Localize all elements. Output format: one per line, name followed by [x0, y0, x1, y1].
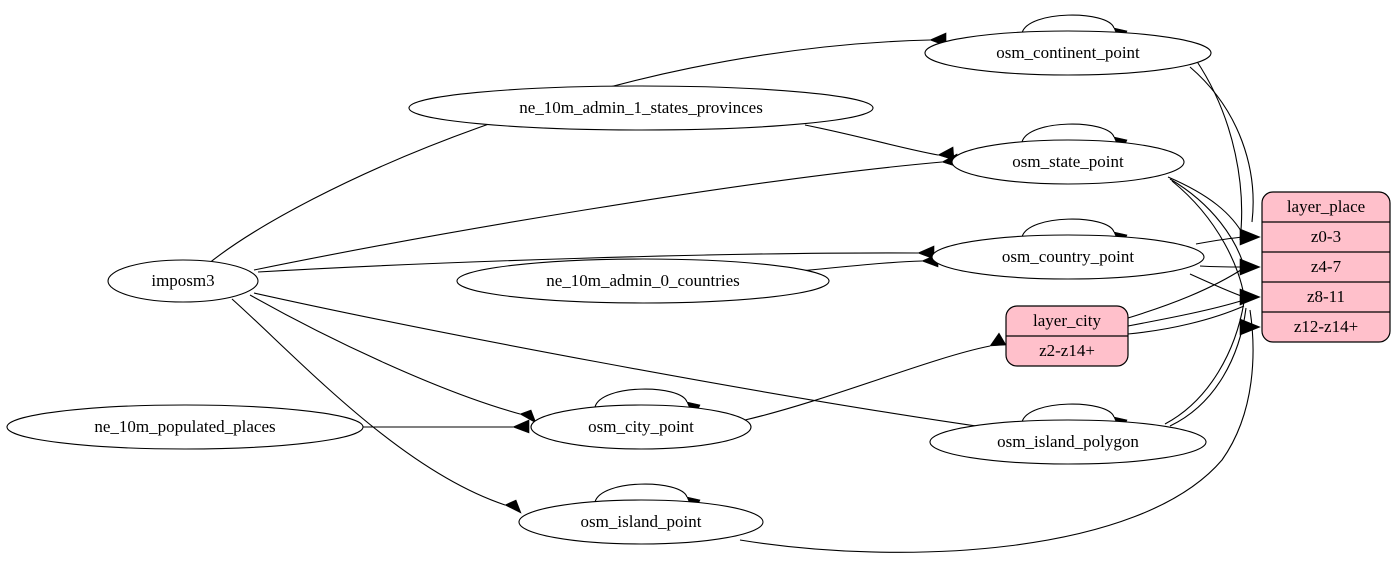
arrowhead	[512, 419, 530, 434]
edge-self-osm-country-point	[1021, 218, 1115, 238]
node-label: osm_island_polygon	[997, 432, 1139, 451]
node-shape	[107, 259, 259, 303]
edge-imposm3-to-osm-island-point	[231, 298, 506, 506]
arrowhead	[519, 409, 537, 424]
node-ne-10m-populated-places[interactable]: ne_10m_populated_places	[6, 404, 364, 450]
node-label: ne_10m_admin_0_countries	[546, 271, 740, 290]
edge-imposm3-to-osm-state-point	[253, 161, 943, 271]
edge-osm-island-polygon-to-layer-place-z8-11	[1164, 301, 1245, 425]
node-label: ne_10m_populated_places	[94, 417, 275, 436]
node-label: ne_10m_admin_1_states_provinces	[519, 98, 763, 117]
table-row-z8-11[interactable]: z8-11	[1307, 287, 1345, 306]
edge-layer	[207, 14, 1261, 553]
edge-imposm3-to-osm-continent-point	[207, 39, 931, 265]
edge-osm-city-point-to-layer-city	[744, 345, 991, 421]
edge-self-osm-island-polygon	[1021, 403, 1115, 423]
edge-riser-continent	[1195, 59, 1243, 241]
edge-osm-country-point-to-layer-place-z4-7	[1199, 265, 1245, 268]
edge-imposm3-to-osm-city-point	[249, 294, 521, 415]
node-osm-state-point[interactable]: osm_state_point	[951, 139, 1185, 185]
node-label: osm_continent_point	[996, 43, 1140, 62]
table-row-z2-z14[interactable]: z2-z14+	[1039, 341, 1095, 360]
edge-imposm3-to-osm-island-polygon	[253, 292, 991, 429]
edge-layer-city-to-layer-place-z4-7	[1127, 267, 1245, 319]
node-label: osm_country_point	[1002, 247, 1134, 266]
table-title: layer_place	[1287, 197, 1365, 216]
edge-osm-state-point-to-layer-place-z8-11	[1169, 178, 1245, 267]
edge-self-osm-state-point	[1021, 123, 1115, 143]
edge-osm-continent-point-to-layer-place-z0-3	[1189, 66, 1254, 223]
node-osm-continent-point[interactable]: osm_continent_point	[924, 30, 1212, 76]
arrowhead	[504, 499, 522, 514]
edge-ne-admin0-to-osm-country-point	[799, 260, 923, 272]
edge-osm-country-point-to-layer-place-z0-3	[1195, 236, 1245, 245]
node-shape	[6, 404, 364, 450]
node-osm-city-point[interactable]: osm_city_point	[530, 404, 752, 450]
node-label: osm_city_point	[588, 417, 694, 436]
node-osm-island-point[interactable]: osm_island_point	[518, 499, 764, 545]
node-label: imposm3	[151, 271, 214, 290]
edge-osm-country-point-to-layer-place-z8-11	[1189, 273, 1245, 298]
node-shape	[530, 404, 752, 450]
node-imposm3[interactable]: imposm3	[107, 259, 259, 303]
edge-osm-state-point-to-layer-place-z12-z14	[1171, 180, 1245, 297]
arrowhead-layer-place-z8-11	[1239, 288, 1261, 306]
node-ne-10m-admin-1-states-provinces[interactable]: ne_10m_admin_1_states_provinces	[408, 85, 874, 131]
node-shape	[924, 30, 1212, 76]
arrowhead	[937, 146, 955, 161]
node-osm-island-polygon[interactable]: osm_island_polygon	[929, 419, 1207, 465]
table-title: layer_city	[1033, 311, 1101, 330]
table-layer-place[interactable]: layer_place z0-3 z4-7 z8-11 z12-z14+	[1261, 191, 1391, 343]
node-shape	[408, 85, 874, 131]
table-layer-city[interactable]: layer_city z2-z14+	[1005, 305, 1129, 367]
edge-osm-island-point-to-layer-place-z12-z14	[739, 309, 1254, 553]
arrowhead-layer-place-z12-z14	[1239, 318, 1261, 336]
node-shape	[518, 499, 764, 545]
edge-imposm3-to-osm-country-point	[257, 252, 919, 273]
node-label: osm_state_point	[1012, 152, 1124, 171]
table-row-z12-z14[interactable]: z12-z14+	[1294, 317, 1358, 336]
edge-layer-city-to-layer-place-z8-11	[1127, 299, 1245, 327]
table-body	[1261, 191, 1391, 343]
edge-ne-admin1-to-osm-state-point	[804, 124, 939, 156]
arrowhead	[989, 332, 1007, 347]
arrowhead-layer-place-z4-7	[1239, 258, 1261, 276]
node-ne-10m-admin-0-countries[interactable]: ne_10m_admin_0_countries	[456, 258, 830, 304]
node-layer: imposm3 ne_10m_populated_places ne_10m_a…	[6, 30, 1212, 545]
node-label: osm_island_point	[581, 512, 702, 531]
edge-layer-city-to-layer-place-z12-z14	[1127, 305, 1245, 335]
edge-self-osm-continent-point	[1021, 14, 1115, 34]
table-row-z4-7[interactable]: z4-7	[1311, 257, 1342, 276]
edge-self-osm-city-point	[594, 388, 688, 408]
edge-self-osm-island-point	[594, 483, 688, 503]
node-shape	[951, 139, 1185, 185]
node-shape	[931, 234, 1205, 280]
node-osm-country-point[interactable]: osm_country_point	[931, 234, 1205, 280]
table-row-z0-3[interactable]: z0-3	[1311, 227, 1341, 246]
arrowhead-layer-place-z0-3	[1239, 228, 1261, 246]
node-shape	[929, 419, 1207, 465]
node-shape	[456, 258, 830, 304]
